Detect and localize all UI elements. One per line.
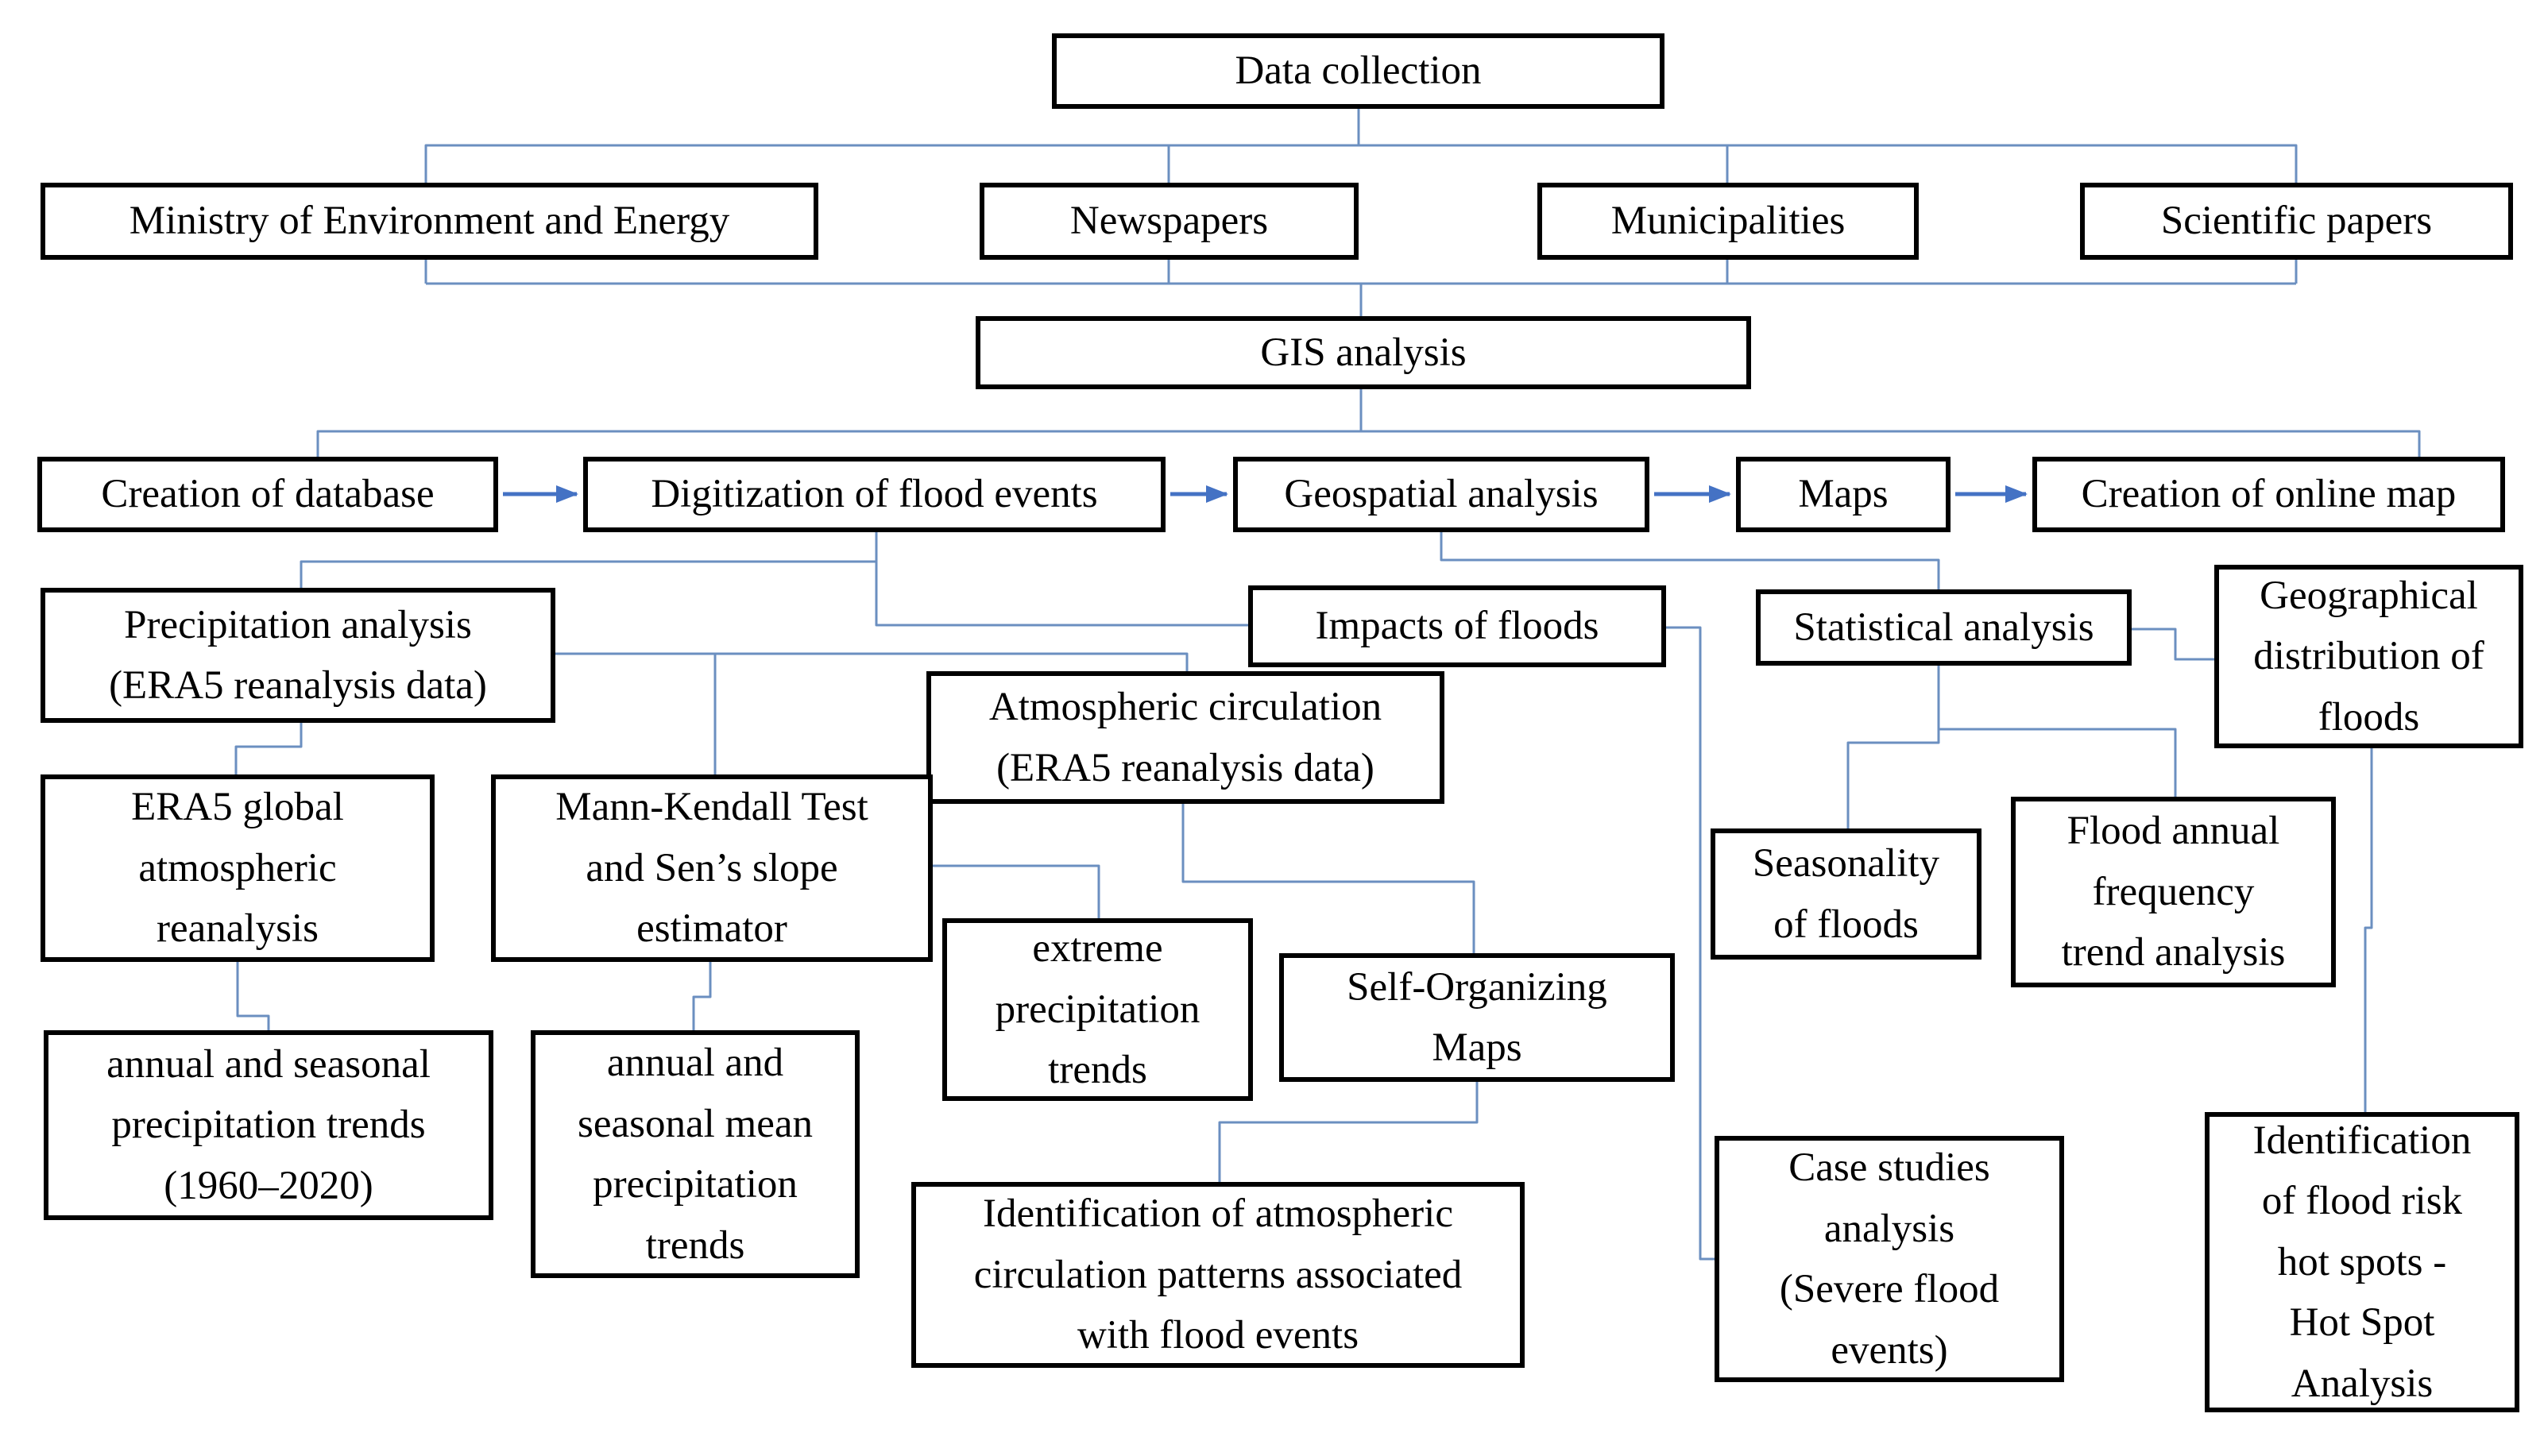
node-maps: Maps [1736, 457, 1951, 532]
node-geographical-distribution: Geographical distribution of floods [2214, 565, 2523, 748]
node-impacts-of-floods: Impacts of floods [1248, 585, 1666, 667]
node-ministry: Ministry of Environment and Energy [41, 183, 818, 260]
edge-statistical-analysis-to-geographical-distribution [2132, 628, 2214, 661]
node-gis-analysis: GIS analysis [976, 316, 1751, 389]
edge-mann-kendall-to-annual-seasonal-mean-trends [692, 962, 712, 1030]
node-atmospheric-circulation: Atmospheric circulation (ERA5 reanalysis… [926, 671, 1444, 804]
edge-era5-global-reanalysis-to-annual-seasonal-precipitation-trends [236, 962, 270, 1030]
node-annual-seasonal-mean-trends: annual and seasonal mean precipitation t… [531, 1030, 860, 1278]
edge-self-organizing-maps-to-identification-circulation-patterns [1218, 1082, 1479, 1182]
node-data-collection: Data collection [1052, 33, 1664, 109]
node-era5-global-reanalysis: ERA5 global atmospheric reanalysis [41, 774, 435, 962]
edge-sources-bus-to-sources-bus [424, 144, 2298, 183]
node-seasonality-of-floods: Seasonality of floods [1711, 828, 1981, 960]
node-precipitation-analysis: Precipitation analysis (ERA5 reanalysis … [41, 588, 555, 723]
node-case-studies-analysis: Case studies analysis (Severe flood even… [1715, 1136, 2064, 1382]
node-mann-kendall: Mann-Kendall Test and Sen’s slope estima… [491, 774, 933, 962]
node-annual-seasonal-precipitation-trends: annual and seasonal precipitation trends… [44, 1030, 493, 1220]
edge-digitization-of-flood-events-to-impacts-of-floods [875, 562, 1248, 627]
node-self-organizing-maps: Self-Organizing Maps [1279, 953, 1675, 1082]
edge-digitization-of-flood-events-to-precipitation-analysis [300, 532, 878, 588]
node-identification-hot-spots: Identification of flood risk hot spots -… [2205, 1112, 2519, 1412]
node-flood-annual-frequency: Flood annual frequency trend analysis [2011, 797, 2336, 987]
edge-geographical-distribution-to-identification-hot-spots [2364, 748, 2373, 1112]
node-creation-of-database: Creation of database [37, 457, 498, 532]
node-statistical-analysis: Statistical analysis [1756, 589, 2132, 666]
edge-row4-bus-to-row4-bus [316, 430, 2421, 457]
edge-statistical-analysis-to-seasonality-of-floods [1846, 666, 1940, 828]
node-newspapers: Newspapers [980, 183, 1359, 260]
node-digitization-of-flood-events: Digitization of flood events [583, 457, 1166, 532]
edge-precipitation-analysis-to-atmospheric-circulation [555, 652, 1189, 671]
node-identification-circulation-patterns: Identification of atmospheric circulatio… [911, 1182, 1525, 1368]
edge-geospatial-analysis-to-statistical-analysis [1440, 532, 1940, 589]
edge-impacts-of-floods-to-case-studies-analysis [1666, 626, 1715, 1261]
node-municipalities: Municipalities [1537, 183, 1919, 260]
node-extreme-precipitation-trends: extreme precipitation trends [942, 918, 1253, 1101]
edge-statistical-analysis-to-flood-annual-frequency [1939, 728, 2177, 797]
node-geospatial-analysis: Geospatial analysis [1233, 457, 1649, 532]
edge-precipitation-analysis-to-era5-global-reanalysis [234, 723, 303, 774]
node-creation-of-online-map: Creation of online map [2032, 457, 2505, 532]
edge-atmospheric-circulation-to-self-organizing-maps [1181, 804, 1475, 953]
edge-mann-kendall-to-extreme-precipitation-trends [933, 864, 1100, 918]
node-scientific-papers: Scientific papers [2080, 183, 2513, 260]
